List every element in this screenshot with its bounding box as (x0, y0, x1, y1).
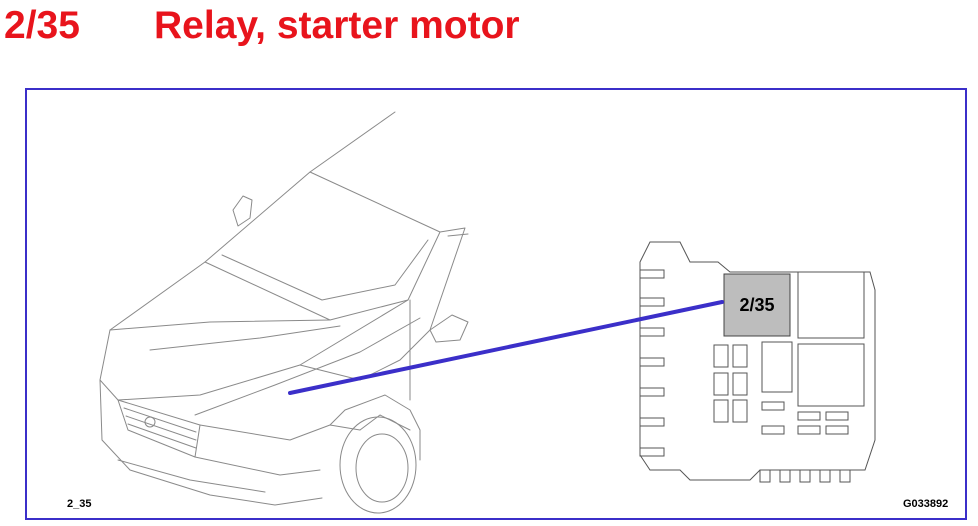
page-title: Relay, starter motor (154, 4, 520, 47)
pointer-line (288, 300, 724, 395)
figure-reference-right: G033892 (903, 498, 949, 510)
car-illustration (99, 111, 469, 514)
relay-label: 2/35 (739, 295, 775, 315)
diagram-frame (25, 88, 967, 520)
highlighted-relay (723, 273, 791, 337)
component-code: 2/35 (4, 4, 80, 47)
relay-box (639, 241, 876, 483)
figure-reference-left: 2_35 (67, 498, 92, 510)
